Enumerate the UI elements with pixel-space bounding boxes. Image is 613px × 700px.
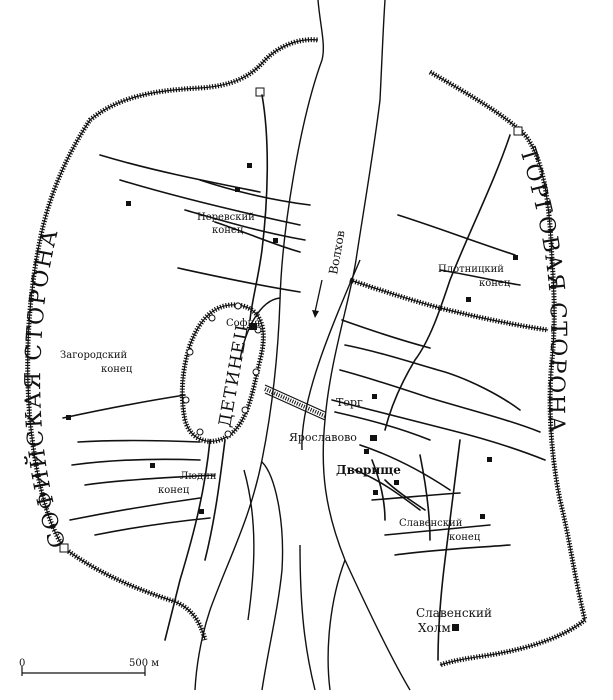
torg-label: Торг xyxy=(336,396,363,409)
zagorodsky-label-2: конец xyxy=(101,364,133,375)
slavensky-label-2: конец xyxy=(449,532,481,543)
sofia-side-rampart xyxy=(25,37,319,641)
flow-arrow-icon xyxy=(312,279,323,318)
plotnitsky-label-2: конец xyxy=(479,278,511,289)
slavensky-label-1: Славенский xyxy=(399,518,463,529)
sofia-side-label: СОФИЙСКАЯ СТОРОНА xyxy=(21,226,71,551)
river-label: Волхов xyxy=(326,229,348,275)
sofia-cathedral-label: София xyxy=(226,318,260,329)
church-markers xyxy=(66,163,518,631)
nerevsky-label-1: Неревский xyxy=(197,212,255,223)
nerevsky-label-2: конец xyxy=(212,225,244,236)
detinets-fortress xyxy=(179,302,266,444)
trade-side-streets xyxy=(331,134,546,661)
great-bridge xyxy=(264,384,326,421)
lyudin-label-2: конец xyxy=(158,485,190,496)
slavensky-holm-label-1: Славенский xyxy=(416,606,492,620)
lyudin-label-1: Людин xyxy=(180,471,217,482)
river-volkhov xyxy=(194,0,411,691)
scale-end: 500 м xyxy=(129,658,159,669)
trade-side-label: ТОРГОВАЯ СТОРОНА xyxy=(514,145,570,435)
scale-start: 0 xyxy=(19,658,25,669)
scale-bar: 0 500 м xyxy=(19,658,159,676)
yaroslavovo-label: Ярославово xyxy=(289,431,357,444)
slavensky-holm-label-2: Холм xyxy=(418,621,451,635)
plotnitsky-label-1: Плотницкий xyxy=(438,264,504,275)
zagorodsky-label-1: Загородский xyxy=(60,350,128,361)
dvorishche-label: Дворище xyxy=(336,463,401,477)
sofia-side-streets xyxy=(62,94,311,641)
detinets-label: ДЕТИНЕЦ xyxy=(215,322,253,429)
